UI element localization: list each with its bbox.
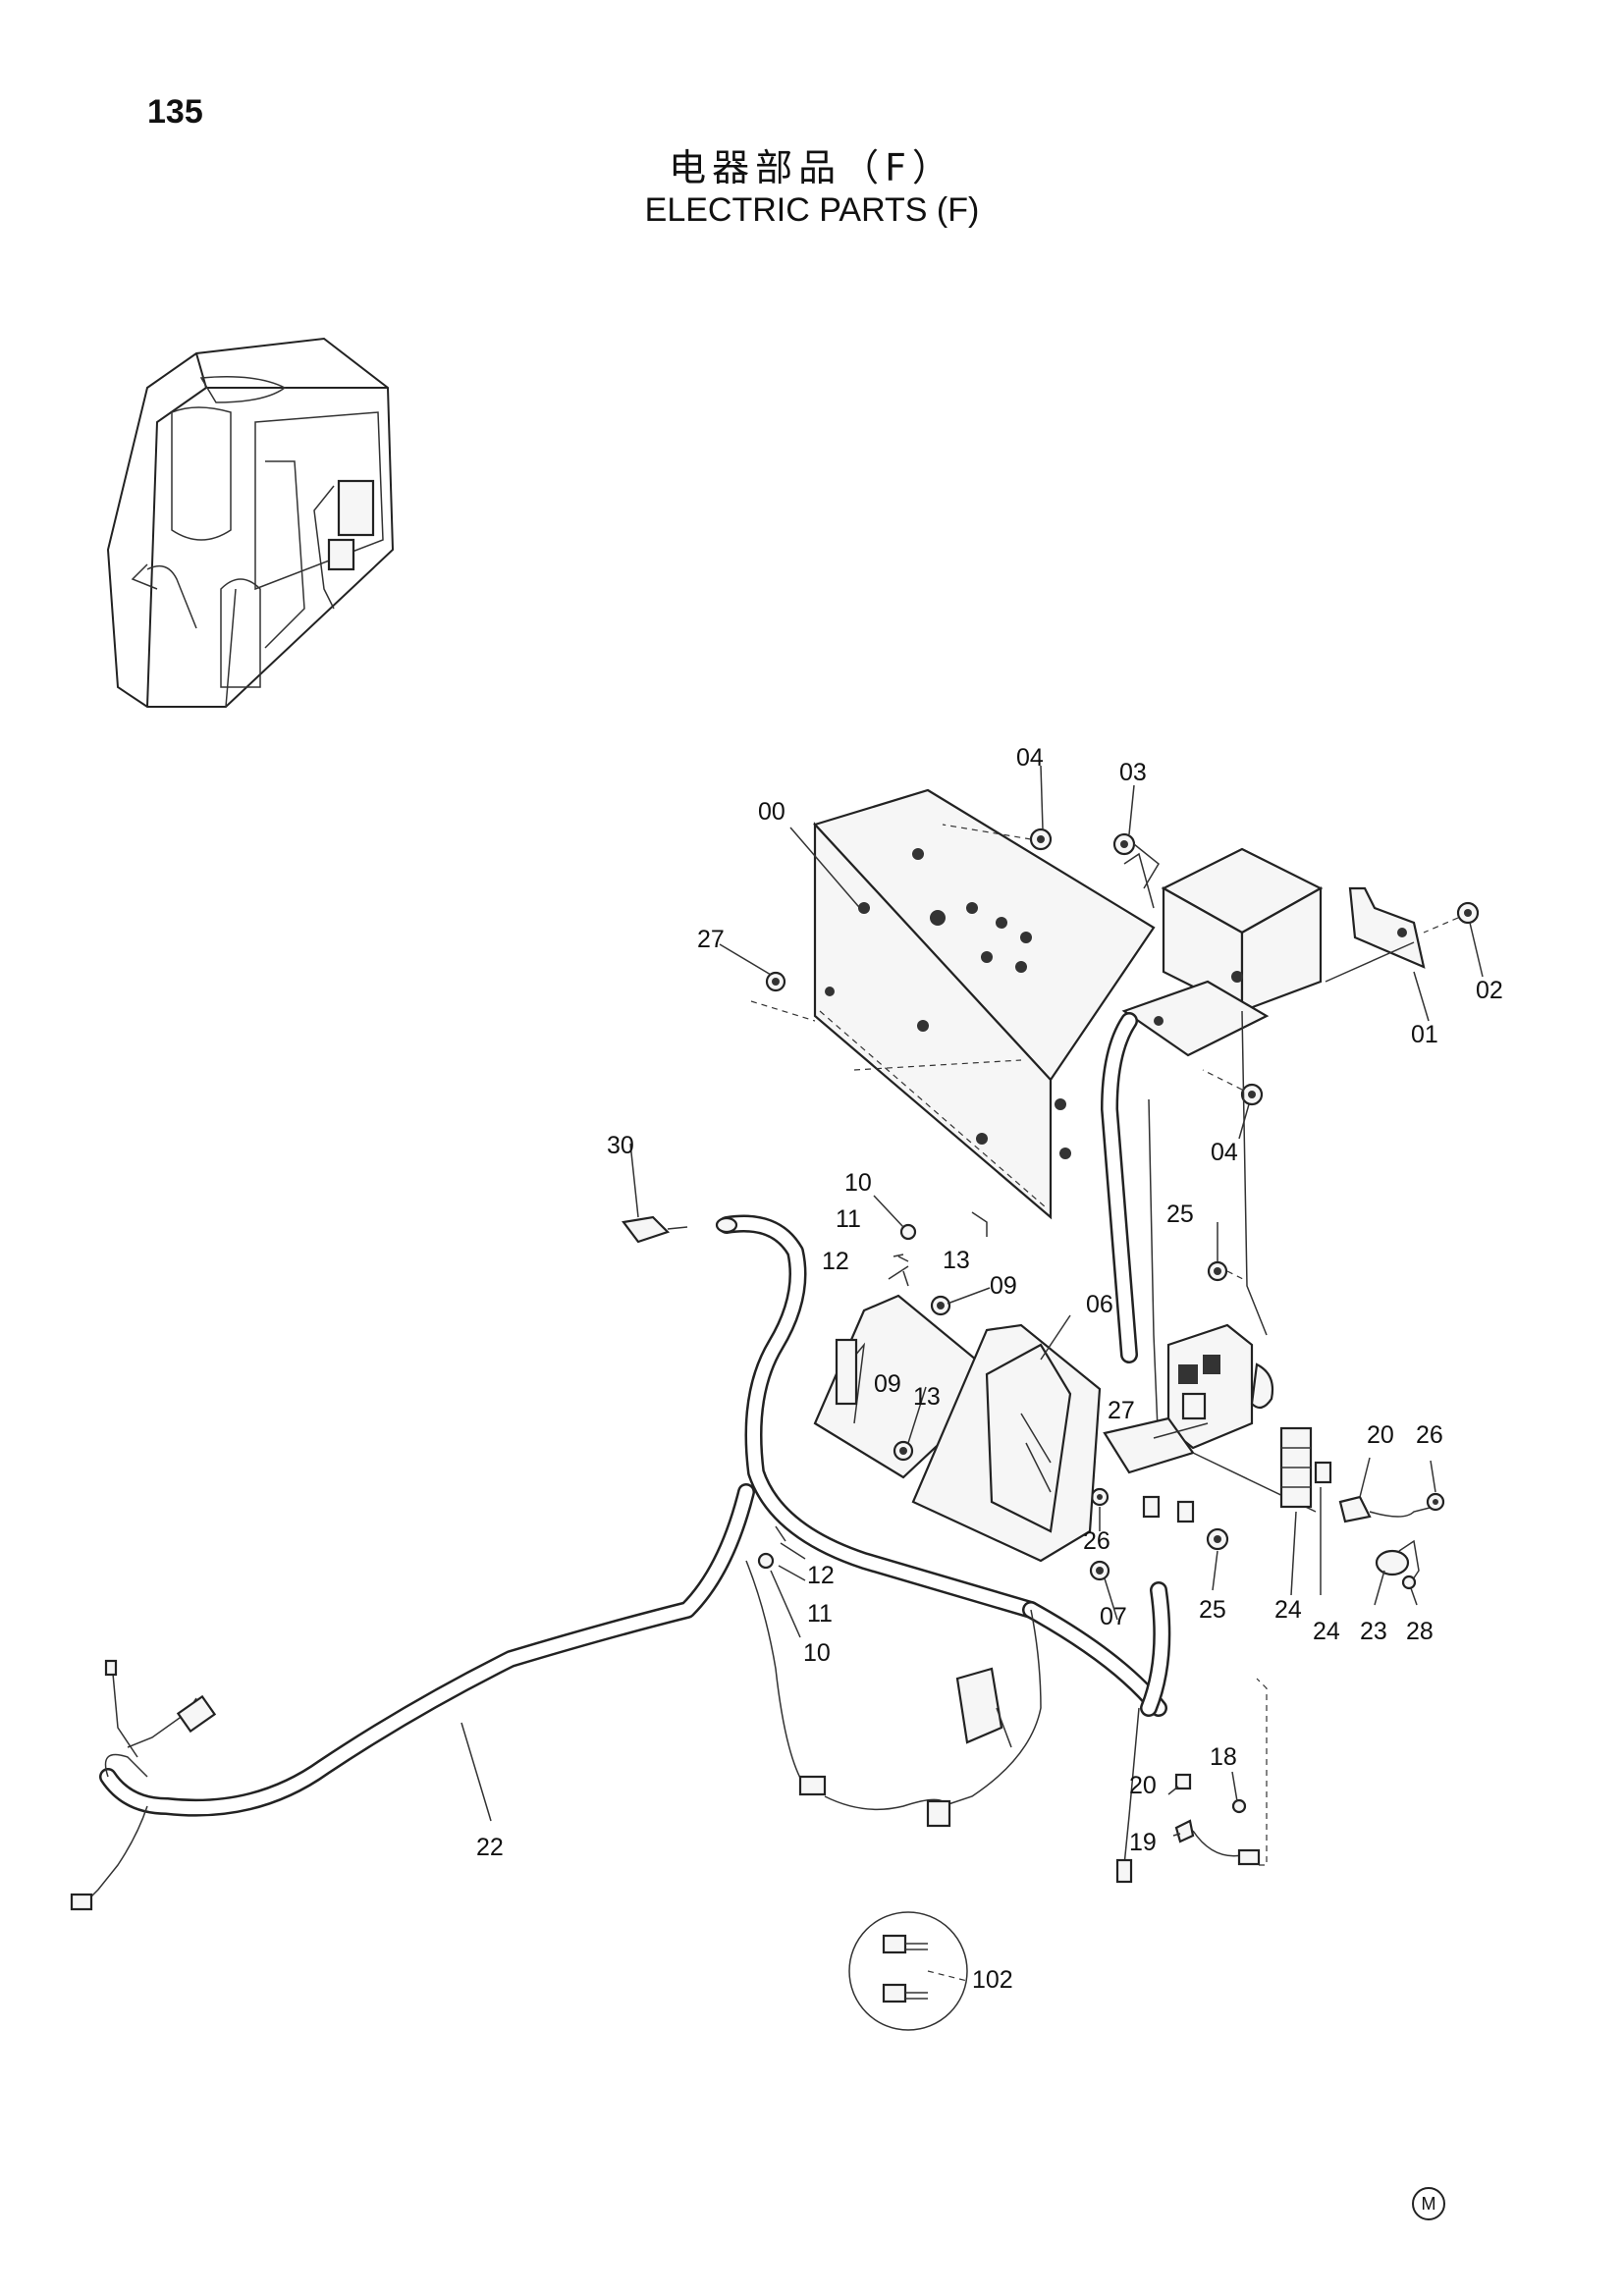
callout-27-upper: 27 (697, 926, 725, 953)
callout-09-lower: 09 (874, 1370, 901, 1398)
callout-24-right: 24 (1313, 1618, 1340, 1645)
callout-10-lower: 10 (803, 1639, 831, 1667)
callout-25-upper: 25 (1166, 1201, 1194, 1228)
terminal-blocks (1279, 1426, 1445, 1590)
callout-26-left: 26 (1083, 1527, 1110, 1555)
page-number: 135 (147, 93, 203, 131)
callout-labels: 00 01 02 03 04 04 06 07 09 09 10 10 11 1… (476, 744, 1503, 1994)
callout-09-upper: 09 (990, 1272, 1017, 1300)
callout-24-left: 24 (1274, 1596, 1302, 1624)
callout-18: 18 (1210, 1743, 1237, 1771)
callout-02: 02 (1476, 977, 1503, 1004)
callout-12-lower: 12 (807, 1562, 835, 1589)
cab-overview-illustration (106, 337, 395, 708)
relay-box-bracket (1121, 847, 1426, 1057)
callout-11-lower: 11 (807, 1600, 833, 1628)
callout-22: 22 (476, 1834, 504, 1861)
callout-04-lower: 04 (1211, 1139, 1238, 1166)
callout-07: 07 (1100, 1603, 1127, 1630)
callout-20-lower: 20 (1129, 1772, 1157, 1799)
connector-set-detail (848, 1911, 968, 2031)
callout-25-lower: 25 (1199, 1596, 1226, 1624)
callout-00: 00 (758, 798, 785, 826)
callout-10-upper: 10 (844, 1169, 872, 1197)
callout-30: 30 (607, 1132, 634, 1159)
callout-23: 23 (1360, 1618, 1387, 1645)
controller-units (757, 1223, 1102, 1570)
callout-28: 28 (1406, 1618, 1434, 1645)
callout-03: 03 (1119, 759, 1147, 786)
callout-12-upper: 12 (822, 1248, 849, 1275)
ground-cable (622, 1215, 738, 1244)
leader-lines (460, 765, 1484, 1837)
callout-27-middle: 27 (1108, 1397, 1135, 1424)
callout-01: 01 (1411, 1021, 1438, 1048)
callout-26-right: 26 (1416, 1421, 1443, 1449)
page-title-chinese: 电器部品（F） (669, 146, 955, 189)
callout-11-upper: 11 (836, 1205, 861, 1233)
bolts-upper (750, 824, 1480, 1106)
main-bracket-plate (813, 788, 1156, 1237)
callout-102: 102 (972, 1966, 1013, 1994)
corner-mark: M (1412, 2187, 1445, 2220)
callout-19: 19 (1129, 1829, 1157, 1856)
callout-04-upper: 04 (1016, 744, 1044, 772)
callout-13-upper: 13 (943, 1247, 970, 1274)
callout-13-lower: 13 (913, 1383, 941, 1411)
wiring-harness (70, 1012, 1171, 1911)
callout-06: 06 (1086, 1291, 1113, 1318)
page-title-english: ELECTRIC PARTS (F) (644, 191, 980, 229)
lower-connector (1174, 1678, 1268, 1866)
callout-20-upper: 20 (1367, 1421, 1394, 1449)
